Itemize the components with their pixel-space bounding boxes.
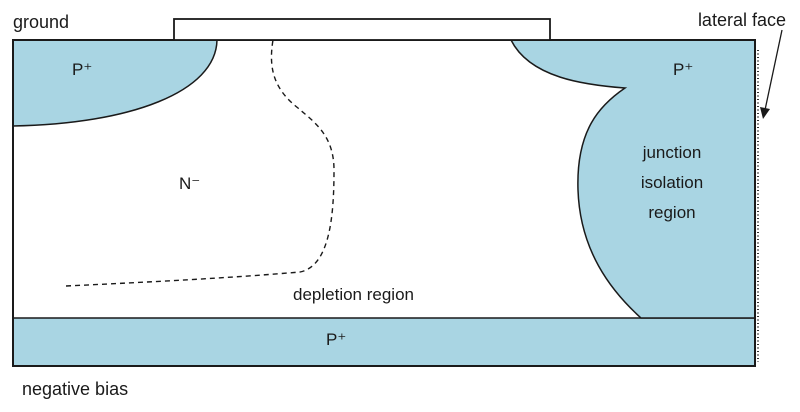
negative-bias-label: negative bias	[22, 379, 128, 399]
junction-label-line3: region	[648, 203, 695, 222]
p-plus-top-left-label: P⁺	[72, 60, 92, 79]
p-plus-top-right-label: P⁺	[673, 60, 693, 79]
ground-label: ground	[13, 12, 69, 32]
lateral-face-arrow-line	[764, 29, 783, 111]
junction-label-line2: isolation	[641, 173, 703, 192]
p-plus-substrate-label: P⁺	[326, 330, 346, 349]
depletion-region-label: depletion region	[293, 285, 414, 304]
junction-label-line1: junction	[642, 143, 702, 162]
p-plus-substrate	[12, 317, 756, 367]
top-contact	[173, 18, 551, 41]
lateral-face-arrowhead	[760, 107, 770, 119]
depletion-boundary	[65, 39, 335, 287]
p-plus-top-left-region	[12, 39, 218, 127]
junction-isolation-region	[509, 39, 756, 319]
n-minus-label: N⁻	[179, 174, 200, 193]
lateral-face-label: lateral face	[698, 10, 786, 30]
